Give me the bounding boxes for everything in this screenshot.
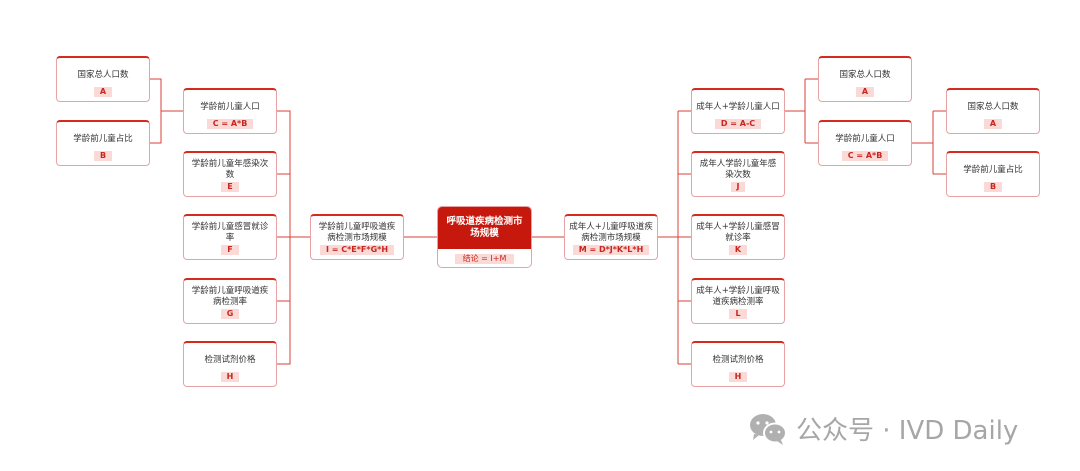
wechat-icon [750,413,787,445]
watermark: 公众号 · IVD Daily [748,410,1018,447]
node-total-market: 呼吸道疾病检测市场规模 结论 = I+M [437,206,532,268]
